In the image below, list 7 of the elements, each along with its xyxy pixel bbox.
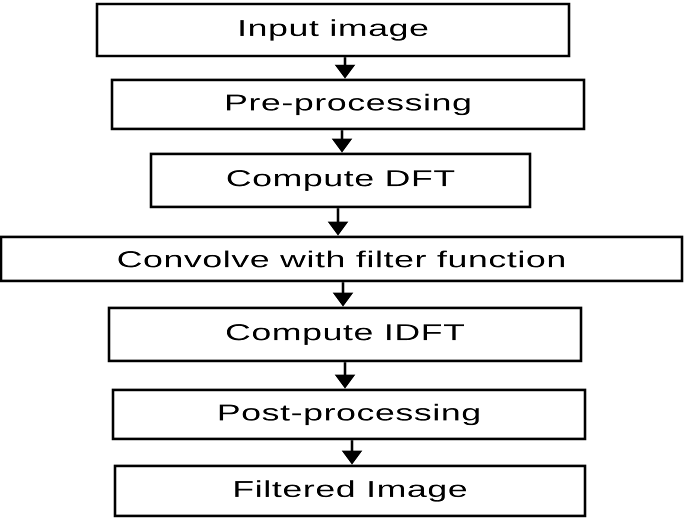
process-box: Filtered Image	[114, 464, 586, 518]
process-box: Input image	[96, 2, 570, 58]
process-box: Compute IDFT	[108, 306, 582, 362]
process-box: Post-processing	[112, 388, 586, 440]
process-box: Compute DFT	[150, 152, 532, 208]
process-box: Convolve with filter function	[0, 236, 684, 282]
process-box: Pre-processing	[110, 78, 586, 130]
